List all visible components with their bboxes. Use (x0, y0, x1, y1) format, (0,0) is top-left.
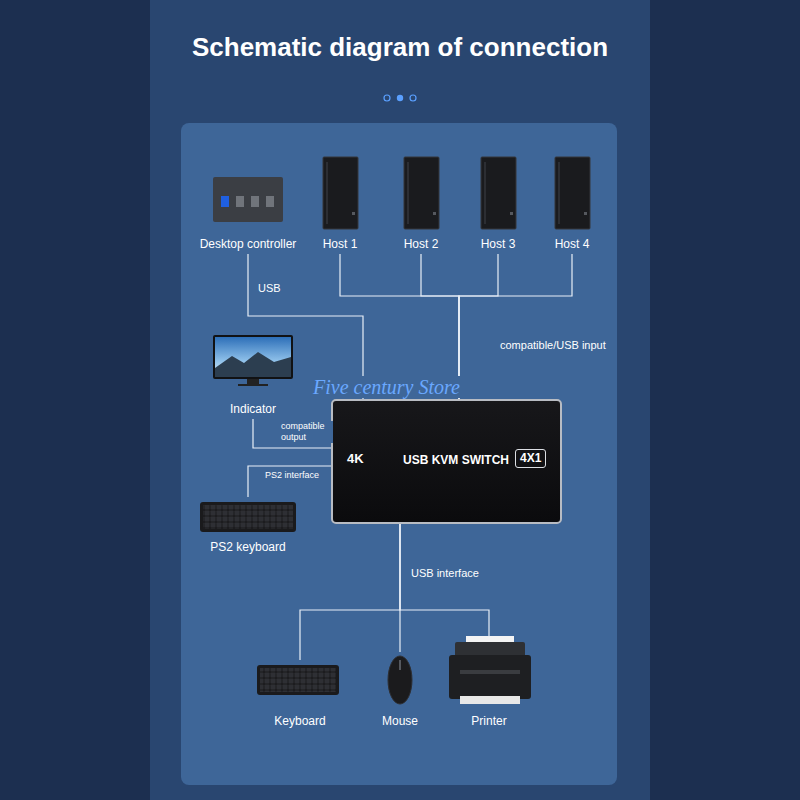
bus-label: USB interface (408, 567, 482, 580)
keyboard-icon (257, 665, 339, 695)
controller-icon (251, 196, 259, 207)
host-tower-icon (323, 157, 358, 229)
device-label: Host 4 (555, 237, 590, 251)
host-tower-icon (584, 212, 587, 215)
controller-icon (266, 196, 274, 207)
monitor-icon (238, 384, 268, 386)
ps2-keyboard-icon (200, 502, 296, 532)
host-tower-icon (433, 212, 436, 215)
host-tower-icon (326, 162, 328, 224)
controller-icon (236, 196, 244, 207)
device-label: Keyboard (274, 714, 325, 728)
switch-label: 4K (347, 451, 364, 467)
device-node: Printer (441, 637, 537, 731)
edge-label: compatible output (279, 421, 333, 443)
device-label: Desktop controller (200, 237, 297, 251)
device-node: Host 2 (393, 154, 449, 254)
connector-line (400, 524, 489, 637)
ratio-tag: 4X1 (515, 449, 546, 468)
device-node: Host 4 (544, 154, 600, 254)
page-dots (397, 95, 403, 101)
device-node: Desktop controller (197, 174, 300, 254)
device-label: PS2 keyboard (210, 540, 285, 554)
host-tower-icon (510, 212, 513, 215)
host-tower-icon (481, 157, 516, 229)
device-label: Host 1 (323, 237, 358, 251)
host-tower-icon (558, 162, 560, 224)
switch-label: USB KVM SWITCH (403, 452, 509, 468)
ps2-keyboard-icon (200, 502, 296, 532)
monitor-icon (247, 379, 259, 384)
host-tower-icon (484, 162, 486, 224)
host-tower-icon (404, 157, 439, 229)
diagram-title: Schematic diagram of connection (0, 32, 800, 63)
device-node: Keyboard (250, 660, 350, 731)
host-tower-icon (407, 162, 409, 224)
ratio-label: 4X1 (520, 451, 541, 466)
device-node: Indicator (205, 332, 301, 419)
ps2-keyboard-icon (203, 505, 293, 529)
page-dots (384, 95, 416, 101)
connector-line (248, 466, 331, 497)
edge-label: USB (256, 282, 283, 295)
diagram-panel (181, 123, 617, 785)
device-node: Host 1 (312, 154, 368, 254)
controller-icon (213, 177, 283, 222)
device-node: PS2 keyboard (196, 497, 300, 557)
monitor-icon (213, 335, 293, 379)
controller-icon (221, 196, 229, 207)
printer-icon (460, 696, 520, 704)
device-node: Host 3 (470, 154, 526, 254)
connector-line (300, 524, 400, 660)
mouse-icon (388, 656, 412, 704)
kvm-switch-box: 4K USB KVM SWITCH 4X1 (331, 399, 562, 524)
host-tower-icon (404, 157, 439, 229)
printer-icon (449, 655, 531, 699)
edge-label: PS2 interface (263, 470, 321, 481)
monitor-icon (213, 335, 293, 386)
host-tower-icon (323, 157, 358, 229)
monitor-icon (215, 352, 291, 377)
page-dots (384, 95, 390, 101)
connector-line (459, 254, 572, 399)
printer-icon (449, 636, 531, 704)
controller-icon (213, 177, 283, 222)
monitor-icon (215, 337, 291, 377)
watermark-text: Five century Store (310, 376, 463, 398)
device-label: Printer (471, 714, 506, 728)
host-tower-icon (555, 157, 590, 229)
device-label: Indicator (230, 402, 276, 416)
device-label: Mouse (382, 714, 418, 728)
device-node: Mouse (370, 652, 430, 731)
host-tower-icon (352, 212, 355, 215)
host-tower-icon (481, 157, 516, 229)
keyboard-icon (260, 668, 336, 692)
mouse-icon (399, 660, 401, 670)
page-dots (410, 95, 416, 101)
connector-line (459, 254, 498, 399)
printer-icon (460, 670, 520, 674)
bus-label: compatible/USB input (497, 339, 609, 352)
mouse-icon (388, 656, 412, 704)
host-tower-icon (555, 157, 590, 229)
keyboard-icon (257, 665, 339, 695)
center-band (150, 0, 650, 800)
device-label: Host 3 (481, 237, 516, 251)
device-label: Host 2 (404, 237, 439, 251)
